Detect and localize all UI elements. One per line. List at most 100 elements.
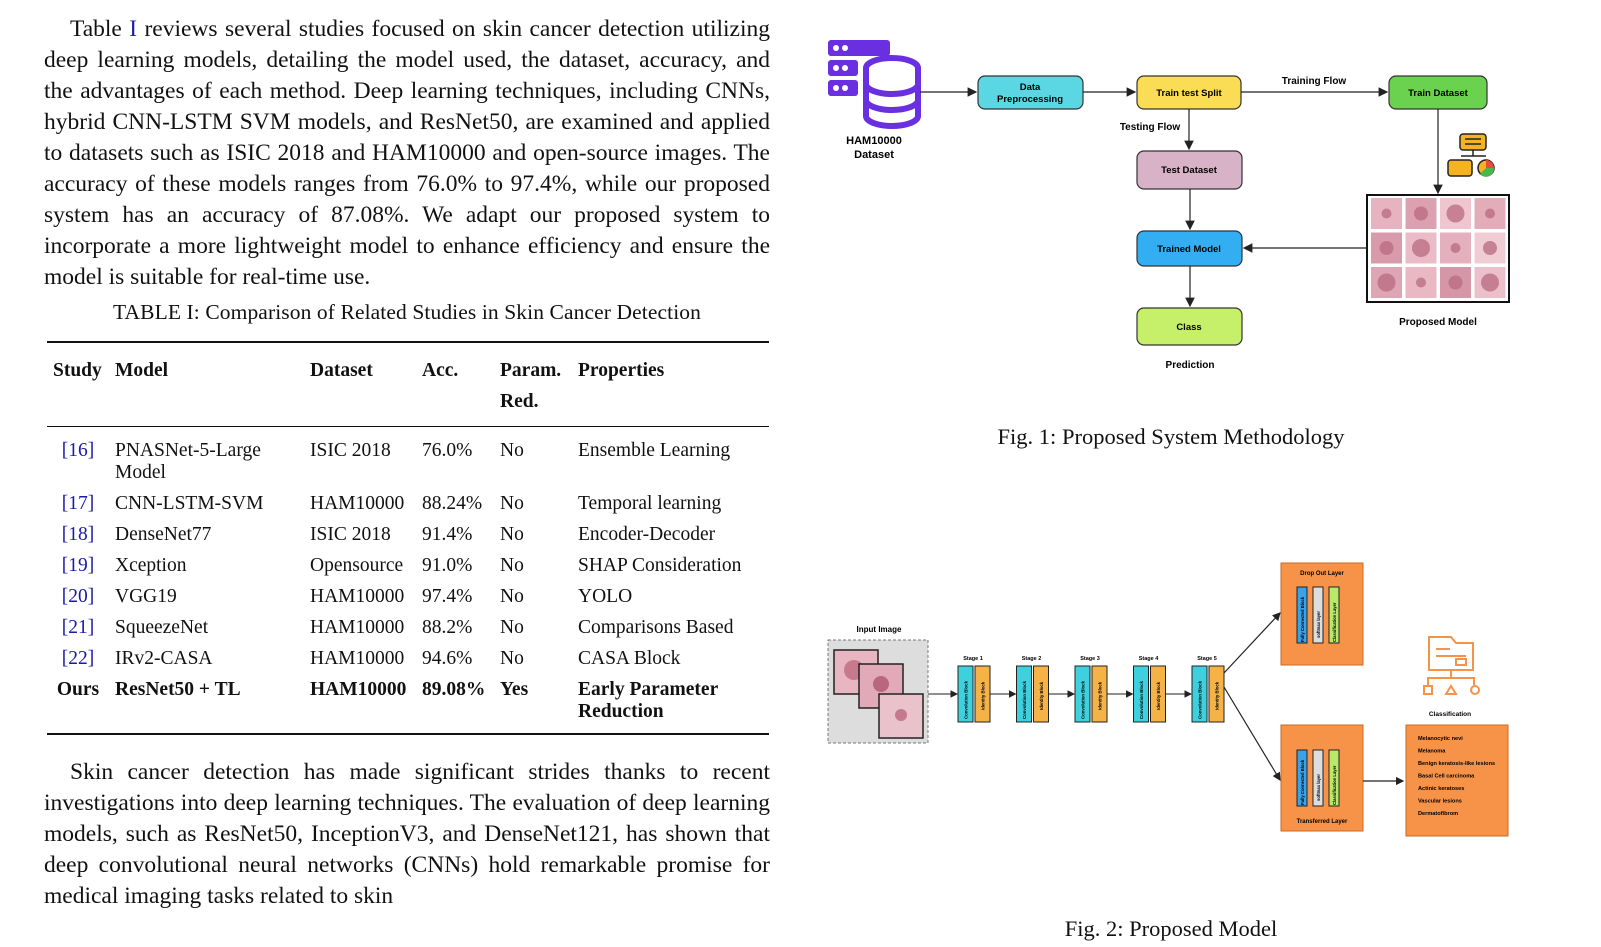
- cell-model: IRv2-CASA: [115, 648, 213, 669]
- header-model: Model: [115, 360, 169, 381]
- stage-label: Stage 2: [1022, 656, 1042, 662]
- cell-dataset: HAM10000: [310, 586, 405, 607]
- cell-study[interactable]: [19]: [61, 555, 95, 576]
- cell-acc: 97.4%: [422, 586, 473, 607]
- methodology-diagram: HAM10000 Dataset Data Preprocessing Trai…: [828, 40, 1510, 371]
- cell-param-red: No: [500, 617, 524, 638]
- lesion-spot: [1481, 273, 1499, 292]
- convolution-block-label: Convolution Block: [1139, 680, 1144, 719]
- cell-study[interactable]: [17]: [61, 493, 95, 514]
- proposed-model-label: Proposed Model: [1399, 317, 1477, 328]
- lesion-spot: [1379, 241, 1394, 255]
- cell-model: ResNet50 + TL: [115, 679, 241, 700]
- class-node: [1136, 307, 1243, 346]
- para-body: reviews several studies focused on skin …: [44, 16, 770, 290]
- train-dataset-label: Train Dataset: [1408, 88, 1468, 99]
- convolution-block-label: Convolution Block: [1198, 680, 1203, 719]
- cell-study[interactable]: [21]: [61, 617, 95, 638]
- cell-model: SqueezeNet: [115, 617, 209, 638]
- stage-label: Stage 3: [1080, 656, 1100, 662]
- lesion-spot: [1377, 273, 1396, 292]
- stage-block: Stage 2 Convolution Block Identity Block: [990, 656, 1049, 723]
- lesion-spot: [1448, 275, 1463, 290]
- cell-param-red: Yes: [500, 679, 529, 700]
- cell-dataset: HAM10000: [310, 617, 405, 638]
- lesion-spot: [1412, 239, 1430, 257]
- lesion-spot: [1414, 206, 1428, 221]
- figure-1: HAM10000 Dataset Data Preprocessing Trai…: [826, 30, 1516, 375]
- stage-label: Stage 4: [1139, 656, 1160, 662]
- cell-param-red: No: [500, 555, 524, 576]
- cell-properties: Encoder-Decoder: [578, 524, 716, 545]
- cell-properties: SHAP Consideration: [578, 555, 742, 576]
- lesion-spot: [1485, 208, 1495, 219]
- figure-1-caption: Fig. 1: Proposed System Methodology: [997, 424, 1345, 449]
- cell-properties: Ensemble Learning: [578, 440, 731, 461]
- cell-properties: Early Parameter Reduction: [578, 679, 718, 722]
- class-label: Class: [1176, 322, 1201, 333]
- transfer-fc-block-label: Fully Connected Block: [1300, 759, 1305, 805]
- proposed-model-grid: [1366, 194, 1510, 303]
- class-list-item: Benign keratosis-like lesions: [1418, 761, 1495, 767]
- convolution-block-label: Convolution Block: [1022, 680, 1027, 719]
- class-list-item: Actinic keratoses: [1418, 786, 1464, 792]
- training-flow-label: Training Flow: [1282, 76, 1347, 87]
- header-param-red: Param. Red.: [500, 360, 562, 412]
- cell-dataset: ISIC 2018: [310, 524, 391, 545]
- table-ref-link[interactable]: I: [129, 16, 138, 42]
- classification-icon: [1423, 636, 1480, 695]
- cell-model: PNASNet-5-Large Model: [115, 440, 261, 483]
- lesion-spot: [1450, 243, 1461, 253]
- chart-chat-icon: [1447, 133, 1495, 177]
- cell-properties: CASA Block: [578, 648, 681, 669]
- cell-model: CNN-LSTM-SVM: [115, 493, 264, 514]
- cell-properties: Comparisons Based: [578, 617, 734, 638]
- identity-block-label: Identity Block: [1039, 681, 1044, 710]
- cell-param-red: No: [500, 648, 524, 669]
- cell-acc: 94.6%: [422, 648, 473, 669]
- preprocessing-label-1: Data: [1020, 82, 1041, 93]
- lesion-spot: [1483, 241, 1497, 255]
- table-row: [22] IRv2-CASA HAM10000 94.6% No CASA Block: [47, 644, 769, 675]
- cell-dataset: HAM10000: [310, 493, 405, 514]
- convolution-block-label: Convolution Block: [1081, 680, 1086, 719]
- dropout-softmax-label: softmax layer: [1316, 611, 1321, 638]
- class-list-item: Basal Cell carcinoma: [1418, 774, 1475, 780]
- cell-acc: 88.2%: [422, 617, 473, 638]
- identity-block-label: Identity Block: [1098, 681, 1103, 710]
- cell-acc: 88.24%: [422, 493, 483, 514]
- input-image-label: Input Image: [857, 625, 902, 634]
- dataset-label-2: Dataset: [854, 149, 894, 161]
- cell-study[interactable]: [18]: [61, 524, 95, 545]
- cell-study: Ours: [56, 679, 100, 700]
- header-acc: Acc.: [422, 360, 459, 381]
- cell-param-red: No: [500, 493, 524, 514]
- transferred-layer-label: Transferred Layer: [1297, 819, 1348, 825]
- lesion-spot: [1446, 204, 1465, 223]
- cell-dataset: HAM10000: [310, 648, 405, 669]
- cell-properties: Temporal learning: [578, 493, 722, 514]
- cell-acc: 91.0%: [422, 555, 473, 576]
- input-image-stack: [833, 649, 924, 739]
- identity-block-label: Identity Block: [1215, 681, 1220, 710]
- cell-study[interactable]: [20]: [61, 586, 95, 607]
- transfer-softmax-label: softmax layer: [1316, 774, 1321, 801]
- transferred-layer-box: Fully Connected Block softmax layer Clas…: [1280, 724, 1364, 832]
- cell-param-red: No: [500, 440, 524, 461]
- cell-study[interactable]: [22]: [61, 648, 95, 669]
- table-row: [17] CNN-LSTM-SVM HAM10000 88.24% No Temporal…: [47, 489, 769, 520]
- cell-dataset: ISIC 2018: [310, 440, 391, 461]
- identity-block: [1208, 665, 1225, 723]
- table-row: [21] SqueezeNet HAM10000 88.2% No Comparisons…: [47, 613, 769, 644]
- cell-study[interactable]: [16]: [61, 440, 95, 461]
- table-header-row: Study Model Dataset Acc. Param. Red. Pro…: [47, 342, 769, 427]
- split-label: Train test Split: [1156, 88, 1222, 99]
- stage-label: Stage 5: [1197, 656, 1217, 662]
